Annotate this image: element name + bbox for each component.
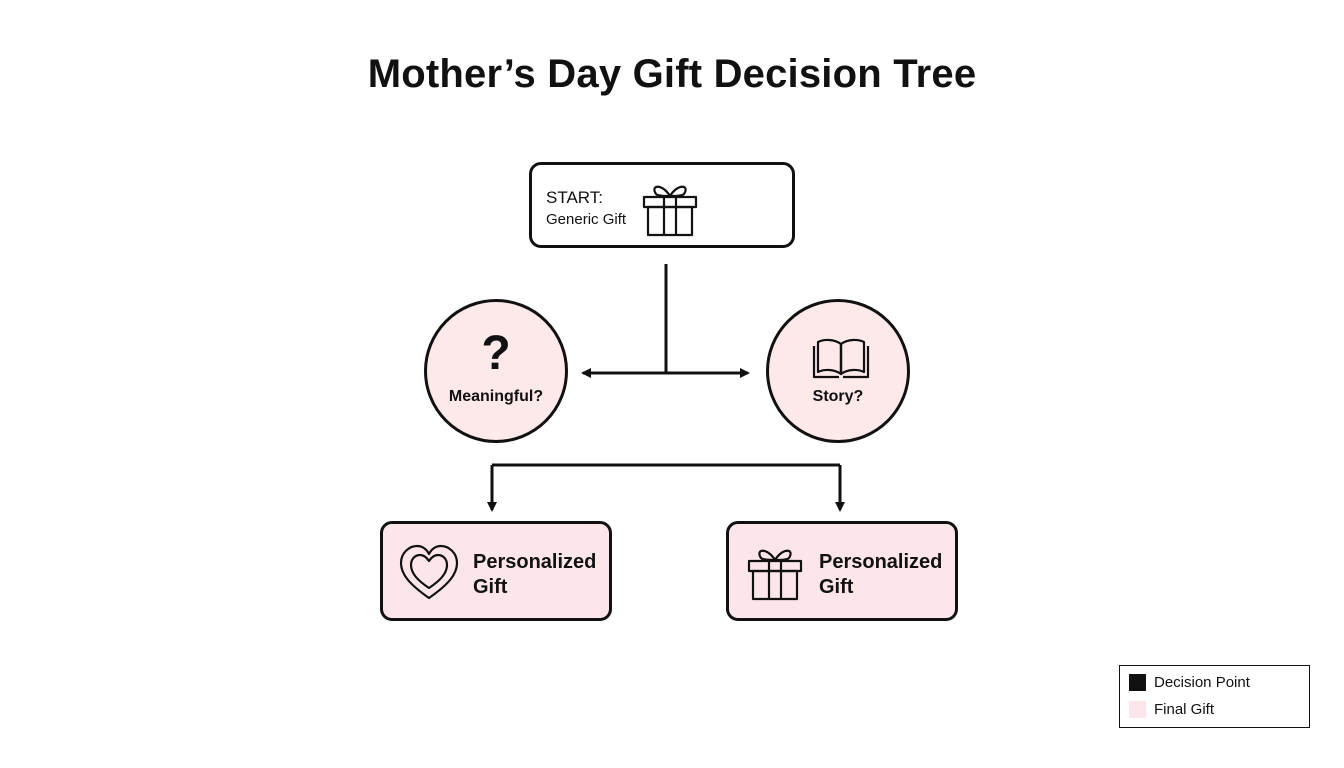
decision-node-story: Story? (766, 299, 910, 443)
outcome-label-line1: Personalized (473, 551, 597, 573)
outcome-label-line1: Personalized (819, 551, 943, 573)
outcome-label-line2: Gift (473, 576, 508, 598)
gift-icon (642, 185, 698, 237)
legend-item-final-gift: Final Gift (1129, 699, 1214, 719)
heart-icon (399, 544, 459, 600)
outcome-label-line2: Gift (819, 576, 854, 598)
legend-label: Decision Point (1154, 673, 1250, 691)
legend-swatch-final (1129, 700, 1146, 718)
outcome-node-gift: Personalized Gift (726, 521, 958, 621)
gift-icon (747, 549, 803, 601)
start-node: START: Generic Gift (529, 162, 795, 248)
decision-label-meaningful: Meaningful? (448, 388, 544, 405)
decision-label-story: Story? (812, 388, 864, 405)
page-title: Mother’s Day Gift Decision Tree (367, 52, 977, 96)
legend: Decision Point Final Gift (1119, 665, 1310, 728)
legend-label: Final Gift (1154, 700, 1215, 718)
open-book-icon (812, 338, 870, 379)
outcome-node-heart: Personalized Gift (380, 521, 612, 621)
question-mark-icon: ? (481, 327, 511, 380)
decision-node-meaningful: ? Meaningful? (424, 299, 568, 443)
legend-swatch-decision (1129, 673, 1146, 691)
start-sublabel: Generic Gift (546, 211, 627, 228)
legend-item-decision-point: Decision Point (1129, 672, 1250, 692)
start-label: START: (546, 188, 603, 207)
